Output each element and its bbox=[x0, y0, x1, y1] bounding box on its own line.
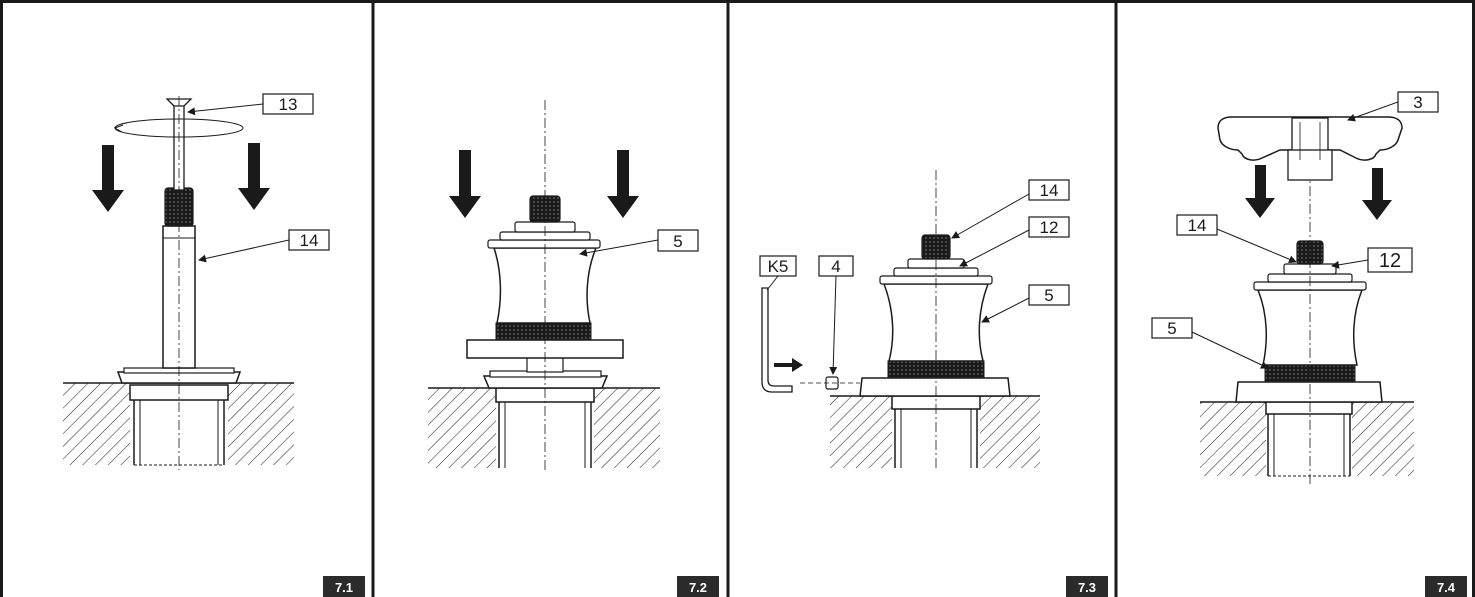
svg-text:14: 14 bbox=[300, 231, 319, 250]
svg-text:12: 12 bbox=[1040, 218, 1059, 237]
svg-text:7.4: 7.4 bbox=[1437, 580, 1456, 595]
callout-14: 14 bbox=[951, 179, 1070, 239]
svg-text:7.1: 7.1 bbox=[335, 580, 353, 595]
knurled-ring bbox=[495, 322, 592, 341]
callout-12: 12 bbox=[1331, 247, 1413, 273]
callout-3: 3 bbox=[1347, 91, 1439, 122]
ground-hatch bbox=[1352, 402, 1414, 476]
push-down-arrow-icon bbox=[238, 143, 270, 210]
hub-body-part bbox=[1256, 289, 1364, 366]
ground-hatch bbox=[228, 383, 294, 465]
svg-text:7.2: 7.2 bbox=[689, 580, 707, 595]
svg-text:13: 13 bbox=[279, 95, 298, 114]
hex-key-tool bbox=[761, 287, 793, 393]
figure-badge: 7.2 bbox=[677, 576, 719, 597]
callout-5: 5 bbox=[579, 229, 699, 257]
ground-hatch bbox=[594, 388, 660, 468]
svg-text:14: 14 bbox=[1040, 181, 1059, 200]
svg-text:K5: K5 bbox=[768, 257, 789, 276]
panel-7-3: 14 12 5 K5 4 7.3 bbox=[759, 170, 1108, 597]
callout-14: 14 bbox=[1176, 214, 1297, 263]
callout-12: 12 bbox=[959, 216, 1070, 267]
panel-7-2: 5 7.2 bbox=[428, 100, 719, 597]
svg-text:12: 12 bbox=[1379, 250, 1401, 272]
callout-13: 13 bbox=[187, 93, 314, 116]
panel-7-4: 3 14 12 5 7.4 bbox=[1151, 91, 1467, 597]
panel-7-1: 13 14 7.1 bbox=[63, 93, 365, 597]
push-down-arrow-icon bbox=[1245, 165, 1275, 218]
push-down-arrow-icon bbox=[607, 150, 639, 218]
handwheel-part bbox=[1217, 116, 1403, 181]
ground-hatch bbox=[428, 388, 496, 468]
svg-text:5: 5 bbox=[673, 232, 682, 251]
svg-text:14: 14 bbox=[1188, 216, 1207, 235]
callout-5: 5 bbox=[981, 284, 1070, 323]
figure-badge: 7.4 bbox=[1425, 576, 1467, 597]
svg-text:7.3: 7.3 bbox=[1078, 580, 1096, 595]
push-down-arrow-icon bbox=[1362, 168, 1392, 220]
push-down-arrow-icon bbox=[449, 150, 481, 218]
ground-hatch bbox=[1200, 402, 1266, 476]
ground-hatch bbox=[980, 396, 1040, 468]
insert-arrow-icon bbox=[774, 358, 803, 372]
ground-hatch bbox=[63, 383, 130, 465]
hub-base-plate bbox=[1235, 381, 1383, 403]
svg-text:5: 5 bbox=[1167, 319, 1176, 338]
push-down-arrow-icon bbox=[92, 145, 124, 212]
ground-hatch bbox=[830, 396, 892, 468]
callout-14: 14 bbox=[198, 229, 330, 263]
svg-text:3: 3 bbox=[1413, 93, 1422, 112]
figure-badge: 7.1 bbox=[323, 576, 365, 597]
figure-badge: 7.3 bbox=[1066, 576, 1108, 597]
svg-text:5: 5 bbox=[1044, 286, 1053, 305]
svg-text:4: 4 bbox=[831, 257, 840, 276]
callout-4: 4 bbox=[818, 255, 854, 375]
callout-k5: K5 bbox=[759, 255, 797, 291]
callout-5: 5 bbox=[1151, 317, 1269, 369]
hub-base-plate bbox=[859, 377, 1011, 397]
